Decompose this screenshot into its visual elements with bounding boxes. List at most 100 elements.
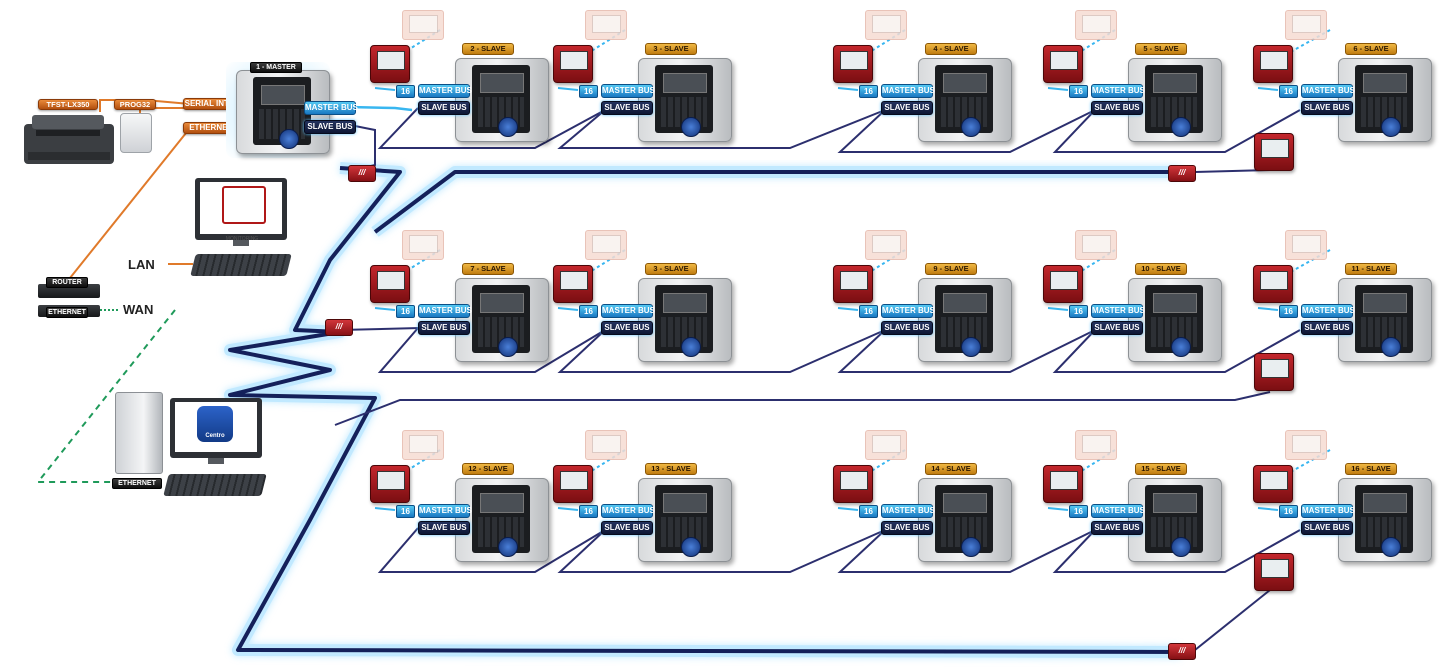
master-bus-label: MASTER BUS [1301, 84, 1355, 98]
slave-label: 5 - SLAVE [1135, 43, 1187, 55]
node-count-badge: 16 [1279, 85, 1298, 98]
end-display-panel [1254, 553, 1294, 591]
master-bus-label: MASTER BUS [601, 84, 655, 98]
slave-label: 6 - SLAVE [1345, 43, 1397, 55]
master-bus-label: MASTER BUS [418, 84, 472, 98]
slave-cabinet [1128, 58, 1222, 142]
slave-label: 13 - SLAVE [645, 463, 697, 475]
monitoring-logo-text: MONITORING [225, 236, 259, 242]
slave-display-panel [833, 465, 873, 503]
slave-bus-label: SLAVE BUS [881, 321, 933, 335]
ghost-display-panel [585, 10, 627, 40]
slave-label: 10 - SLAVE [1135, 263, 1187, 275]
slave-display-panel [1253, 45, 1293, 83]
node-count-badge: 16 [1279, 505, 1298, 518]
printer-label: TFST-LX350 [38, 99, 98, 110]
node-count-badge: 16 [1069, 505, 1088, 518]
slave-cabinet [1128, 278, 1222, 362]
slave-cabinet [638, 278, 732, 362]
slave-display-panel [370, 265, 410, 303]
node-count-badge: 16 [859, 85, 878, 98]
master-bus-label: MASTER BUS [601, 304, 655, 318]
slave-bus-label: SLAVE BUS [881, 101, 933, 115]
slave-cabinet [918, 478, 1012, 562]
slave-bus-label: SLAVE BUS [1091, 101, 1143, 115]
slave-cabinet [638, 58, 732, 142]
end-display-panel [1254, 133, 1294, 171]
node-count-badge: 16 [579, 505, 598, 518]
slave-cabinet [455, 278, 549, 362]
ghost-display-panel [402, 430, 444, 460]
slave-display-panel [370, 465, 410, 503]
node-count-badge: 16 [579, 85, 598, 98]
slave-label: 11 - SLAVE [1345, 263, 1397, 275]
slave-bus-label: SLAVE BUS [601, 101, 653, 115]
master-bus-label: MASTER BUS [1091, 84, 1145, 98]
ghost-display-panel [402, 230, 444, 260]
node-count-badge: 16 [396, 505, 415, 518]
node-count-badge: 16 [396, 305, 415, 318]
ghost-display-panel [1075, 10, 1117, 40]
ghost-display-panel [1075, 230, 1117, 260]
slave-label: 3 - SLAVE [645, 43, 697, 55]
node-count-badge: 16 [1069, 85, 1088, 98]
master-bus-label: MASTER BUS [881, 84, 935, 98]
master-bus-label: MASTER BUS [1091, 304, 1145, 318]
slave-bus-label: SLAVE BUS [1091, 521, 1143, 535]
ghost-display-panel [865, 10, 907, 40]
centro-keyboard [163, 474, 267, 496]
master-bus-label-master: MASTER BUS [304, 101, 358, 115]
master-bus-stubs [374, 87, 1279, 511]
node-count-badge: 16 [859, 305, 878, 318]
slave-label: 12 - SLAVE [462, 463, 514, 475]
slave-bus-label: SLAVE BUS [1301, 101, 1353, 115]
master-bus-label: MASTER BUS [881, 304, 935, 318]
slave-display-panel [1253, 465, 1293, 503]
slave-display-panel [370, 45, 410, 83]
slave-display-panel [833, 45, 873, 83]
slave-bus-label: SLAVE BUS [1301, 321, 1353, 335]
ghost-display-panel [1285, 10, 1327, 40]
backbone-cable [224, 162, 1181, 658]
slave-bus-label: SLAVE BUS [418, 101, 470, 115]
node-count-badge: 16 [1069, 305, 1088, 318]
slave-bus-label: SLAVE BUS [418, 321, 470, 335]
node-count-badge: 16 [1279, 305, 1298, 318]
slave-cabinet [638, 478, 732, 562]
slave-display-panel [833, 265, 873, 303]
slave-display-panel [553, 265, 593, 303]
slave-cabinet [1338, 278, 1432, 362]
slave-display-panel [1043, 45, 1083, 83]
slave-label: 16 - SLAVE [1345, 463, 1397, 475]
slave-label: 9 - SLAVE [925, 263, 977, 275]
slave-display-panel [1253, 265, 1293, 303]
monitoring-logo-icon [222, 186, 266, 224]
master-label: 1 - MASTER [250, 62, 302, 73]
bus-repeater: /// [325, 319, 353, 336]
prog32-label: PROG32 [114, 99, 156, 110]
slave-cabinet [918, 278, 1012, 362]
monitoring-monitor [195, 178, 287, 248]
bus-repeater: /// [1168, 165, 1196, 182]
slave-cabinet [1128, 478, 1222, 562]
slave-cabinet [1338, 478, 1432, 562]
node-count-badge: 16 [579, 305, 598, 318]
slave-cabinet [918, 58, 1012, 142]
slave-label: 4 - SLAVE [925, 43, 977, 55]
master-bus-label: MASTER BUS [1301, 304, 1355, 318]
master-bus-label: MASTER BUS [1091, 504, 1145, 518]
ethernet-server-label: ETHERNET [112, 478, 162, 489]
ethernet-label: ETHERNET [46, 307, 88, 318]
ghost-display-panel [1075, 430, 1117, 460]
wan-label: WAN [123, 302, 154, 317]
end-display-panel [1254, 353, 1294, 391]
slave-bus-label-master: SLAVE BUS [304, 120, 356, 134]
slave-display-panel [1043, 265, 1083, 303]
centro-logo-text: Centro [205, 433, 225, 439]
centro-logo-icon [197, 406, 233, 442]
slave-cabinet [455, 58, 549, 142]
slave-label: 15 - SLAVE [1135, 463, 1187, 475]
slave-label: 14 - SLAVE [925, 463, 977, 475]
monitoring-keyboard [190, 254, 292, 276]
